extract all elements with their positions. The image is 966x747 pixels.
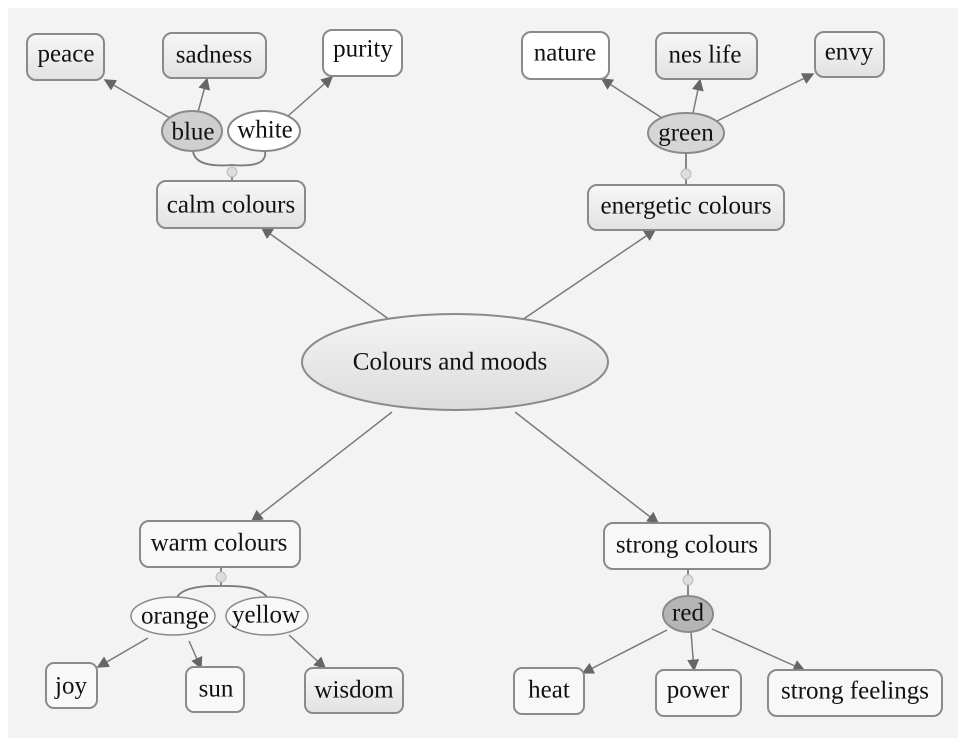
node-label: orange	[141, 603, 209, 630]
node-nes-life[interactable]: nes life	[655, 32, 758, 80]
center-label: Colours and moods	[353, 349, 547, 376]
edge-center-energetic	[521, 229, 657, 321]
node-red[interactable]: red	[662, 595, 714, 633]
node-calm-colours[interactable]: calm colours	[156, 180, 306, 229]
node-strong-colours[interactable]: strong colours	[603, 522, 771, 570]
node-peace[interactable]: peace	[26, 33, 105, 81]
node-heat[interactable]: heat	[513, 667, 585, 715]
edge-green-envy	[716, 73, 815, 122]
edge-yellow-wisdom	[288, 634, 327, 670]
node-yellow[interactable]: yellow	[225, 596, 309, 636]
node-label: heat	[528, 677, 570, 704]
edge-green-nature	[600, 78, 663, 119]
edge-orange-sun	[188, 640, 203, 670]
node-label: envy	[825, 39, 874, 66]
node-label: yellow	[232, 602, 300, 629]
edge-red-power	[687, 631, 700, 672]
node-label: calm colours	[167, 192, 295, 219]
edge-center-strong	[514, 411, 660, 524]
node-envy[interactable]: envy	[814, 31, 885, 78]
node-blue[interactable]: blue	[161, 110, 223, 152]
node-label: sadness	[176, 42, 252, 69]
node-nature[interactable]: nature	[521, 31, 610, 80]
node-label: strong colours	[616, 532, 758, 559]
node-label: energetic colours	[601, 193, 772, 220]
edge-center-warm	[250, 411, 393, 522]
node-label: strong feelings	[781, 678, 929, 705]
node-label: peace	[38, 41, 95, 68]
edge-red-strong-feelings	[711, 628, 806, 672]
edge-green-nes-life	[691, 78, 704, 114]
center-node[interactable]: Colours and moods	[301, 313, 609, 411]
link-blue-white-bracket	[192, 150, 267, 167]
node-joy[interactable]: joy	[45, 662, 98, 709]
node-sadness[interactable]: sadness	[162, 32, 267, 79]
node-label: green	[658, 120, 714, 147]
link-orange-yellow-bracket	[176, 585, 268, 598]
node-green[interactable]: green	[647, 112, 725, 154]
node-label: power	[667, 677, 730, 704]
connector-dot	[226, 166, 238, 178]
node-label: nature	[534, 40, 596, 67]
node-label: sun	[199, 676, 234, 703]
edge-orange-joy	[96, 637, 149, 668]
node-strong-feelings[interactable]: strong feelings	[767, 669, 943, 717]
node-label: nes life	[669, 42, 742, 69]
node-label: joy	[54, 673, 87, 700]
edge-red-heat	[581, 629, 668, 674]
node-white[interactable]: white	[227, 110, 301, 152]
node-orange[interactable]: orange	[130, 596, 216, 636]
node-energetic-colours[interactable]: energetic colours	[587, 184, 785, 231]
edge-center-calm	[260, 227, 391, 321]
connector-dot	[680, 168, 692, 180]
connector-dot	[215, 571, 227, 583]
edge-blue-peace	[103, 79, 171, 119]
node-label: red	[672, 600, 704, 627]
node-label: wisdom	[314, 677, 394, 704]
node-label: blue	[171, 119, 214, 146]
edge-white-purity	[287, 76, 334, 117]
node-power[interactable]: power	[655, 669, 742, 717]
edge-blue-sadness	[197, 77, 211, 113]
node-label: warm colours	[151, 530, 288, 557]
node-warm-colours[interactable]: warm colours	[139, 520, 301, 568]
connector-dot	[682, 574, 694, 586]
node-purity[interactable]: purity	[322, 29, 403, 77]
node-sun[interactable]: sun	[185, 666, 245, 713]
node-label: white	[237, 117, 293, 144]
node-label: purity	[333, 36, 393, 63]
node-wisdom[interactable]: wisdom	[304, 667, 404, 714]
